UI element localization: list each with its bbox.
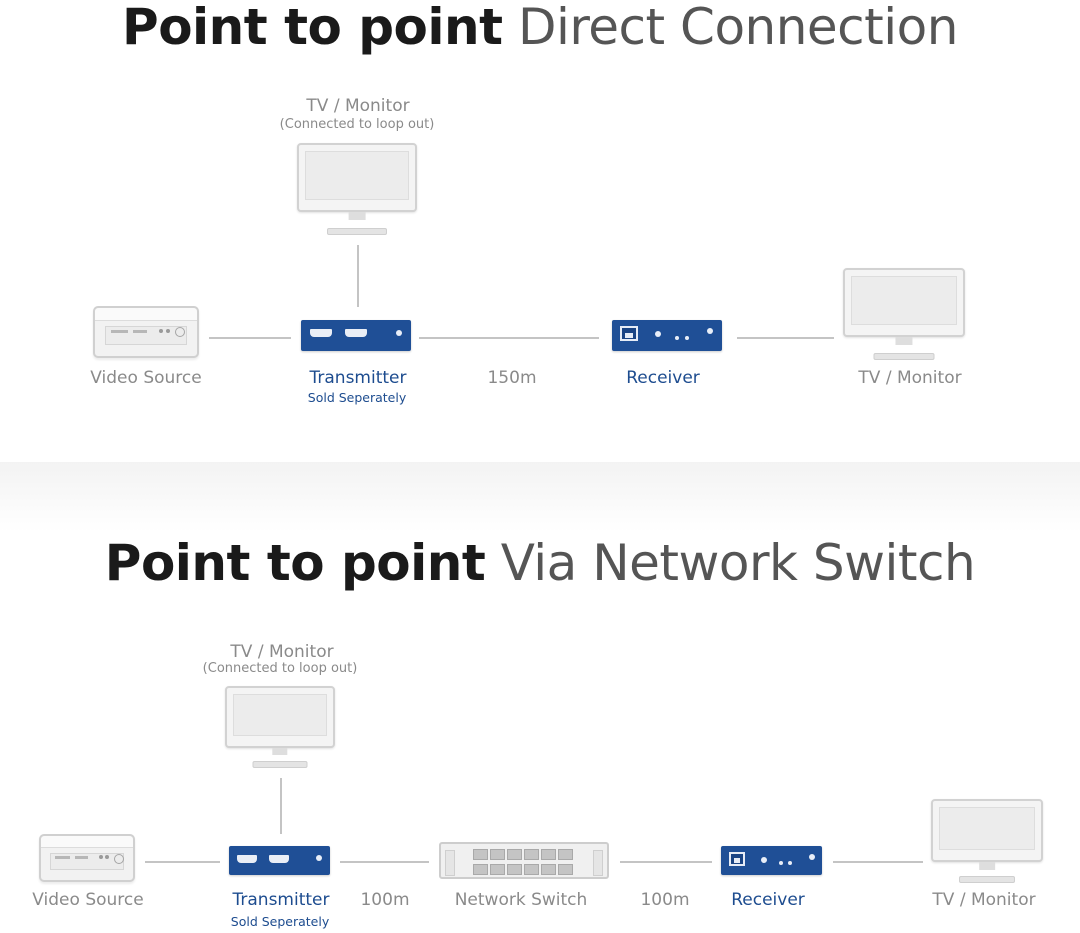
section1-transmitter-sub: Sold Seperately xyxy=(307,390,407,405)
section1-title: Point to point Direct Connection xyxy=(0,2,1080,52)
cable-receiver-to-monitor xyxy=(737,337,834,339)
cable-100m-left xyxy=(340,861,429,863)
section2-title: Point to point Via Network Switch xyxy=(0,538,1080,588)
loop-out-cable xyxy=(357,245,359,307)
section2-title-light: Via Network Switch xyxy=(500,534,976,592)
section2-transmitter-sub: Sold Seperately xyxy=(230,914,330,929)
video-source-icon xyxy=(93,306,199,358)
section1-title-light: Direct Connection xyxy=(517,0,959,56)
section2-loop-monitor-note: (Connected to loop out) xyxy=(202,661,358,676)
monitor-icon xyxy=(843,268,965,360)
section2-distance2-label: 100m xyxy=(640,890,690,910)
section2-distance1-label: 100m xyxy=(360,890,410,910)
section1-loop-monitor-note: (Connected to loop out) xyxy=(279,117,435,132)
section1-source-label: Video Source xyxy=(90,368,202,388)
monitor-icon xyxy=(225,686,335,768)
cable-100m-right xyxy=(620,861,712,863)
section1-transmitter-label: Transmitter xyxy=(309,368,407,388)
network-switch-icon xyxy=(439,842,609,879)
section1-title-bold: Point to point xyxy=(122,0,503,56)
video-source-icon xyxy=(39,834,135,882)
section2-display-label: TV / Monitor xyxy=(932,890,1036,910)
cable-150m xyxy=(419,337,599,339)
section2-receiver-label: Receiver xyxy=(731,890,805,910)
section1-display-label: TV / Monitor xyxy=(858,368,962,388)
cable-receiver-to-monitor xyxy=(833,861,923,863)
cable-source-to-transmitter xyxy=(209,337,291,339)
section1-receiver-label: Receiver xyxy=(626,368,700,388)
receiver-icon xyxy=(612,320,722,351)
receiver-icon xyxy=(721,846,822,875)
section1-loop-monitor-label: TV / Monitor xyxy=(306,96,410,116)
loop-out-cable xyxy=(280,778,282,834)
section1-distance-label: 150m xyxy=(487,368,537,388)
transmitter-icon xyxy=(301,320,411,351)
section2-source-label: Video Source xyxy=(32,890,144,910)
section-direct-background xyxy=(0,0,1080,462)
monitor-icon xyxy=(297,143,417,235)
cable-source-to-transmitter xyxy=(145,861,220,863)
section2-title-bold: Point to point xyxy=(104,534,486,592)
transmitter-icon xyxy=(229,846,330,875)
section2-transmitter-label: Transmitter xyxy=(232,890,330,910)
monitor-icon xyxy=(931,799,1043,883)
section2-loop-monitor-label: TV / Monitor xyxy=(230,642,334,662)
section2-switch-label: Network Switch xyxy=(454,890,588,910)
